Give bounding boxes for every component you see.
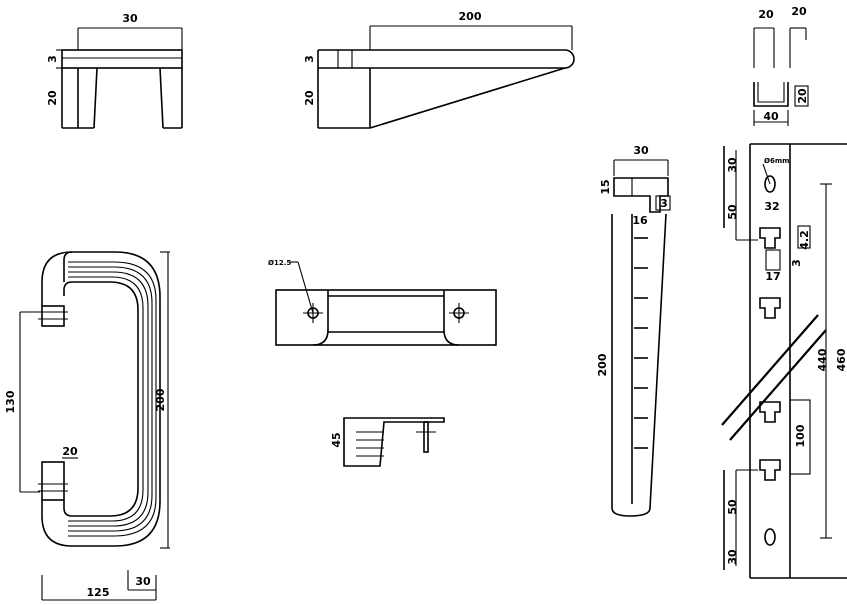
bracket-view: 200 3 20	[303, 10, 575, 129]
dim-handle-end: 20	[62, 445, 78, 458]
dim-rail-pitch: 100	[794, 424, 807, 447]
dim-rail-top-offset: 30	[726, 157, 739, 173]
dim-handle-opening: 130	[4, 390, 17, 413]
dim-rail-last-slot: 50	[726, 499, 739, 515]
label-rail-hole: Ø6mm	[764, 157, 789, 165]
dim-rail-slot-width: 32	[764, 200, 779, 213]
dim-rail-slot-gap: 3	[790, 259, 803, 267]
clip-view: 45	[330, 417, 445, 467]
dim-rail-span: 440	[816, 348, 829, 371]
dim-rail-first-slot: 50	[726, 204, 739, 220]
channel-view: 20 20 20 40	[753, 5, 809, 126]
dim-channel-left: 20	[758, 8, 774, 21]
rail-view: 30 Ø6mm 50 32 17 4.2 3 100 440 460 50 30	[721, 143, 847, 579]
dim-leg-top: 3	[46, 55, 59, 63]
dim-arm-length: 200	[596, 353, 609, 376]
arm-view: 30 15 3 16 200	[596, 144, 671, 517]
plate-view: Ø12.5	[268, 259, 497, 346]
dim-clip-height: 45	[330, 432, 343, 447]
dim-tab-slot: 16	[632, 214, 648, 227]
dim-bracket-height: 20	[303, 90, 316, 106]
dim-rail-slot-depth: 4.2	[798, 230, 811, 250]
dim-channel-height: 20	[796, 88, 809, 104]
dim-channel-width: 40	[763, 110, 779, 123]
dim-leg-width: 30	[122, 12, 138, 25]
dim-leg-height: 20	[46, 90, 59, 106]
dim-handle-length: 200	[154, 388, 167, 411]
dim-channel-right: 20	[791, 5, 807, 18]
handle-view: 130 20 200 125 30	[4, 251, 170, 601]
dim-tab-thickness: 3	[660, 197, 668, 210]
dim-rail-bottom-offset: 30	[726, 549, 739, 565]
dim-rail-slot-neck: 17	[765, 270, 780, 283]
dim-bracket-length: 200	[459, 10, 482, 23]
leg-view: 30 3 20	[46, 12, 183, 129]
dim-tab-height: 15	[599, 179, 612, 194]
label-plate-hole: Ø12.5	[268, 259, 291, 267]
dim-rail-length: 460	[835, 348, 847, 371]
dim-handle-radius: 30	[135, 575, 151, 588]
dim-tab-width: 30	[633, 144, 649, 157]
dim-bracket-top: 3	[303, 55, 316, 63]
dim-handle-depth: 125	[87, 586, 110, 599]
